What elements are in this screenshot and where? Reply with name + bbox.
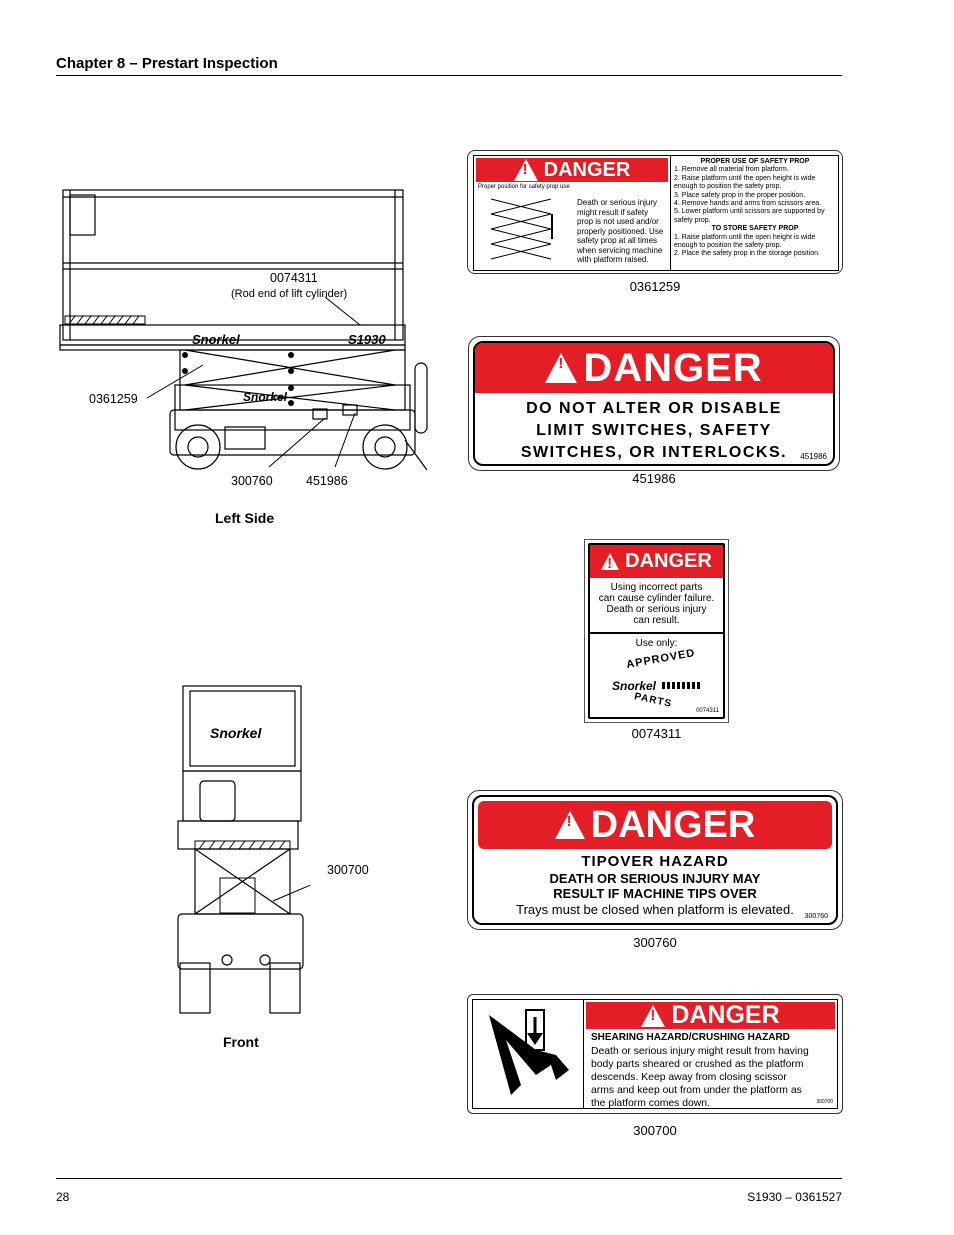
chassis-logo: Snorkel <box>243 390 288 404</box>
decal-0074311-caption: 0074311 <box>631 726 682 741</box>
left-side-machine-drawing: Snorkel S1930 Snorkel <box>59 189 428 471</box>
decal-300700-body-line: the platform comes down. <box>591 1098 710 1109</box>
decal-300700-caption: 300700 <box>633 1123 677 1138</box>
decal-0361259-prop-caption: Proper position for safety prop use <box>478 184 570 190</box>
front-machine-drawing: Snorkel <box>177 685 310 1014</box>
decal-0074311: DANGER Using incorrect parts can cause c… <box>584 539 729 723</box>
decal-300700-title: SHEARING HAZARD/CRUSHING HAZARD <box>591 1032 790 1043</box>
decal-451986: DANGER DO NOT ALTER OR DISABLE LIMIT SWI… <box>468 336 840 471</box>
decal-0361259-use-step: 2. Raise platform until the open height … <box>674 174 816 191</box>
chapter-header: Chapter 8 – Prestart Inspection <box>56 55 278 72</box>
decal-300760-danger-bar: DANGER <box>478 801 832 849</box>
decal-0361259-store-step: 1. Raise platform until the open height … <box>674 233 816 250</box>
decal-451986-code: 451986 <box>800 452 827 461</box>
callout-0074311: 0074311 <box>270 271 318 285</box>
decal-0361259-store-step: 2. Place the safety prop in the storage … <box>674 250 820 258</box>
decal-0074311-approved: APPROVED <box>625 647 697 671</box>
callout-300760: 300760 <box>231 474 273 488</box>
decal-300760-caption: 300760 <box>633 935 677 950</box>
decal-0361259-use-step: 3. Place safety prop in the proper posit… <box>674 191 806 199</box>
decal-0361259: DANGER Proper position for safety prop u… <box>467 150 843 274</box>
decal-0361259-danger-bar: DANGER <box>476 158 668 182</box>
warning-triangle-icon <box>641 1004 666 1027</box>
platform-logo: Snorkel <box>192 332 240 347</box>
callout-300700: 300700 <box>327 863 369 877</box>
decal-0074311-warning-line: can result. <box>633 615 680 626</box>
callout-0361259: 0361259 <box>89 392 138 406</box>
footer-doc-id: S1930 – 0361527 <box>747 1190 842 1204</box>
brand-stripes-icon <box>662 682 702 689</box>
crushing-hazard-icon <box>489 1009 569 1095</box>
decal-0074311-use-only: Use only: <box>635 638 678 649</box>
footer-rule <box>56 1178 842 1179</box>
decal-0074311-warning-line: Death or serious injury <box>606 604 707 615</box>
decal-300760-line2: RESULT IF MACHINE TIPS OVER <box>553 886 757 901</box>
decal-0361259-warning: Death or serious injury might result if … <box>577 198 664 264</box>
decal-300760: DANGER TIPOVER HAZARD DEATH OR SERIOUS I… <box>467 790 843 930</box>
model-logo: S1930 <box>348 332 386 347</box>
scissor-prop-icon <box>490 198 553 260</box>
callout-0074311-note: (Rod end of lift cylinder) <box>231 288 348 300</box>
header-rule <box>56 75 842 76</box>
decal-300760-line1: DEATH OR SERIOUS INJURY MAY <box>549 871 761 886</box>
decal-451986-line: DO NOT ALTER OR DISABLE <box>526 400 782 417</box>
decal-0074311-warning-line: Using incorrect parts <box>610 582 703 593</box>
decal-300700-code: 300700 <box>816 1099 833 1105</box>
decal-300700-body-line: Death or serious injury might result fro… <box>591 1046 809 1057</box>
decal-300760-title: TIPOVER HAZARD <box>581 853 729 870</box>
decal-0074311-brand: Snorkel <box>612 679 657 693</box>
decal-0361259-use-step: 1. Remove all material from platform. <box>674 166 789 174</box>
decal-300700-body-line: descends. Keep away from closing scissor <box>591 1072 787 1083</box>
decal-451986-danger-bar: DANGER <box>475 343 833 393</box>
warning-triangle-icon <box>513 159 538 181</box>
decal-0074311-danger-bar: DANGER <box>590 545 723 578</box>
decal-300700-body-line: body parts sheared or crushed as the pla… <box>591 1059 804 1070</box>
decal-0361259-use-title: PROPER USE OF SAFETY PROP <box>700 158 810 165</box>
decal-300760-line3: Trays must be closed when platform is el… <box>516 902 794 917</box>
left-side-caption: Left Side <box>215 510 275 526</box>
decal-300700: DANGER SHEARING HAZARD/CRUSHING HAZARD D… <box>467 994 843 1114</box>
decal-0074311-code: 0074311 <box>696 708 719 714</box>
decal-0361259-store-title: TO STORE SAFETY PROP <box>711 225 799 233</box>
front-caption: Front <box>223 1034 259 1050</box>
decal-300700-danger-bar: DANGER <box>586 1001 835 1029</box>
front-logo: Snorkel <box>210 725 262 741</box>
warning-triangle-icon <box>554 811 585 839</box>
decal-300700-body-line: arms and keep out from under the platfor… <box>591 1085 802 1096</box>
decal-300760-code: 300760 <box>804 913 828 920</box>
warning-triangle-icon <box>601 553 620 572</box>
warning-triangle-icon <box>545 353 578 383</box>
decal-451986-line: LIMIT SWITCHES, SAFETY <box>536 422 772 439</box>
page-number: 28 <box>56 1190 70 1204</box>
callout-451986: 451986 <box>306 474 348 488</box>
decal-0074311-warning-line: can cause cylinder failure. <box>598 593 715 604</box>
decal-0074311-parts: PARTS <box>633 691 673 710</box>
decal-451986-line: SWITCHES, OR INTERLOCKS. <box>520 444 788 461</box>
decal-0361259-use-step: 5. Lower platform until scissors are sup… <box>674 208 825 224</box>
decal-0361259-use-step: 4. Remove hands and arms from scissors a… <box>674 200 822 208</box>
decal-0361259-caption: 0361259 <box>629 279 681 294</box>
decal-451986-caption: 451986 <box>632 471 676 486</box>
